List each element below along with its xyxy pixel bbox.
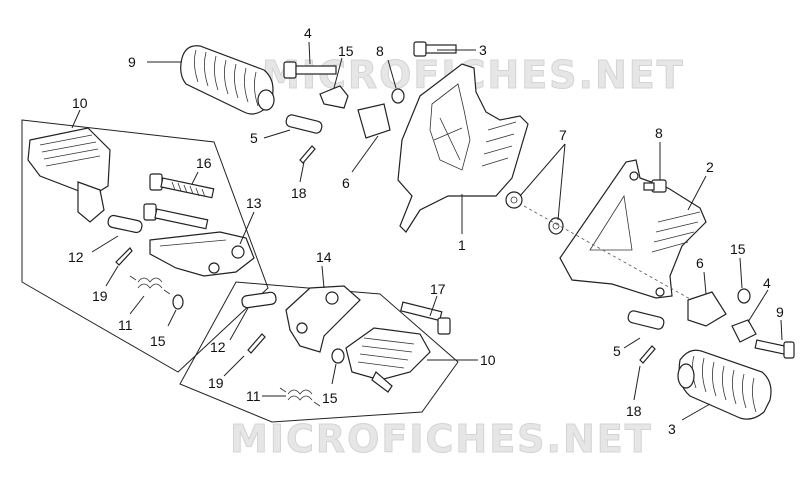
bolt-9-right [754, 339, 795, 359]
callout-label: 11 [118, 317, 133, 333]
cotter-pin-center [247, 333, 266, 354]
center-kit-frame [179, 281, 459, 423]
callout-label: 18 [626, 403, 642, 419]
callout-label: 10 [480, 352, 496, 368]
plate-6-left [357, 103, 391, 139]
cotter-18-left [299, 145, 316, 164]
callout-label: 1 [458, 237, 466, 253]
callout-label: 15 [338, 43, 354, 59]
washer-7-left [505, 191, 523, 209]
cotter-pin-left [115, 247, 133, 266]
callout-label: 4 [304, 25, 312, 41]
clevis-4-right [731, 319, 757, 343]
rider-footpeg-right [677, 349, 772, 420]
washer-center [331, 348, 345, 364]
callout-label: 5 [613, 343, 621, 359]
callout-label: 2 [706, 159, 714, 175]
pin-5-left [285, 114, 323, 134]
bolt-8-top [413, 41, 457, 57]
footrest-bracket-1 [397, 63, 529, 233]
bolt-17 [400, 301, 451, 335]
callout-label: 8 [376, 43, 384, 59]
callout-label: 16 [196, 155, 212, 171]
bracket-14 [285, 285, 361, 353]
bolt-long-left [143, 203, 209, 230]
washer-15-right [737, 288, 751, 304]
callout-label: 4 [763, 275, 771, 291]
pin-5-right [627, 310, 665, 330]
leader-lines [71, 41, 783, 421]
axis-line-right [523, 205, 693, 301]
callout-label: 9 [128, 54, 136, 70]
rider-footpeg-left [180, 45, 275, 115]
callout-label: 3 [668, 421, 676, 437]
pivot-pin-center [241, 291, 277, 309]
bolt-8-right [643, 179, 667, 193]
callout-label: 7 [559, 127, 567, 143]
bracket-13 [149, 231, 255, 277]
clevis-4-left [319, 85, 349, 109]
watermark-bottom: MICROFICHES.NET [230, 417, 653, 461]
callout-label: 17 [430, 281, 446, 297]
washer-15-top [391, 88, 405, 104]
callout-label: 6 [696, 255, 704, 271]
plate-6-right [687, 291, 727, 327]
callout-label: 15 [150, 333, 166, 349]
cotter-18-right [639, 345, 656, 364]
passenger-footpeg-left [27, 127, 111, 223]
callout-label: 13 [246, 195, 262, 211]
bolt-16 [149, 173, 215, 199]
spring-center [279, 387, 321, 407]
callout-label: 11 [246, 388, 261, 404]
callout-label: 14 [316, 249, 332, 265]
washer-left [172, 294, 184, 310]
callout-label: 8 [655, 125, 663, 141]
pivot-pin-left [107, 214, 143, 234]
callout-label: 19 [92, 288, 108, 304]
callout-label: 15 [730, 241, 746, 257]
washer-7-right [548, 217, 564, 235]
callout-label: 12 [68, 249, 84, 265]
footrest-bracket-2 [559, 159, 707, 299]
callout-label: 6 [342, 175, 350, 191]
callout-label: 5 [250, 130, 258, 146]
callout-label: 18 [291, 185, 307, 201]
left-kit-frame [21, 119, 269, 373]
passenger-footpeg-center [345, 327, 431, 393]
callout-label: 3 [479, 42, 487, 58]
callout-label: 9 [776, 304, 784, 320]
callout-labels: 9 4 15 8 3 10 5 16 6 7 8 18 13 1 2 12 14… [68, 25, 784, 437]
callout-label: 10 [72, 95, 88, 111]
spring-left [129, 275, 171, 295]
callout-label: 19 [208, 375, 224, 391]
bolt-9-left [283, 61, 337, 79]
callout-label: 12 [210, 339, 226, 355]
callout-label: 15 [322, 390, 338, 406]
